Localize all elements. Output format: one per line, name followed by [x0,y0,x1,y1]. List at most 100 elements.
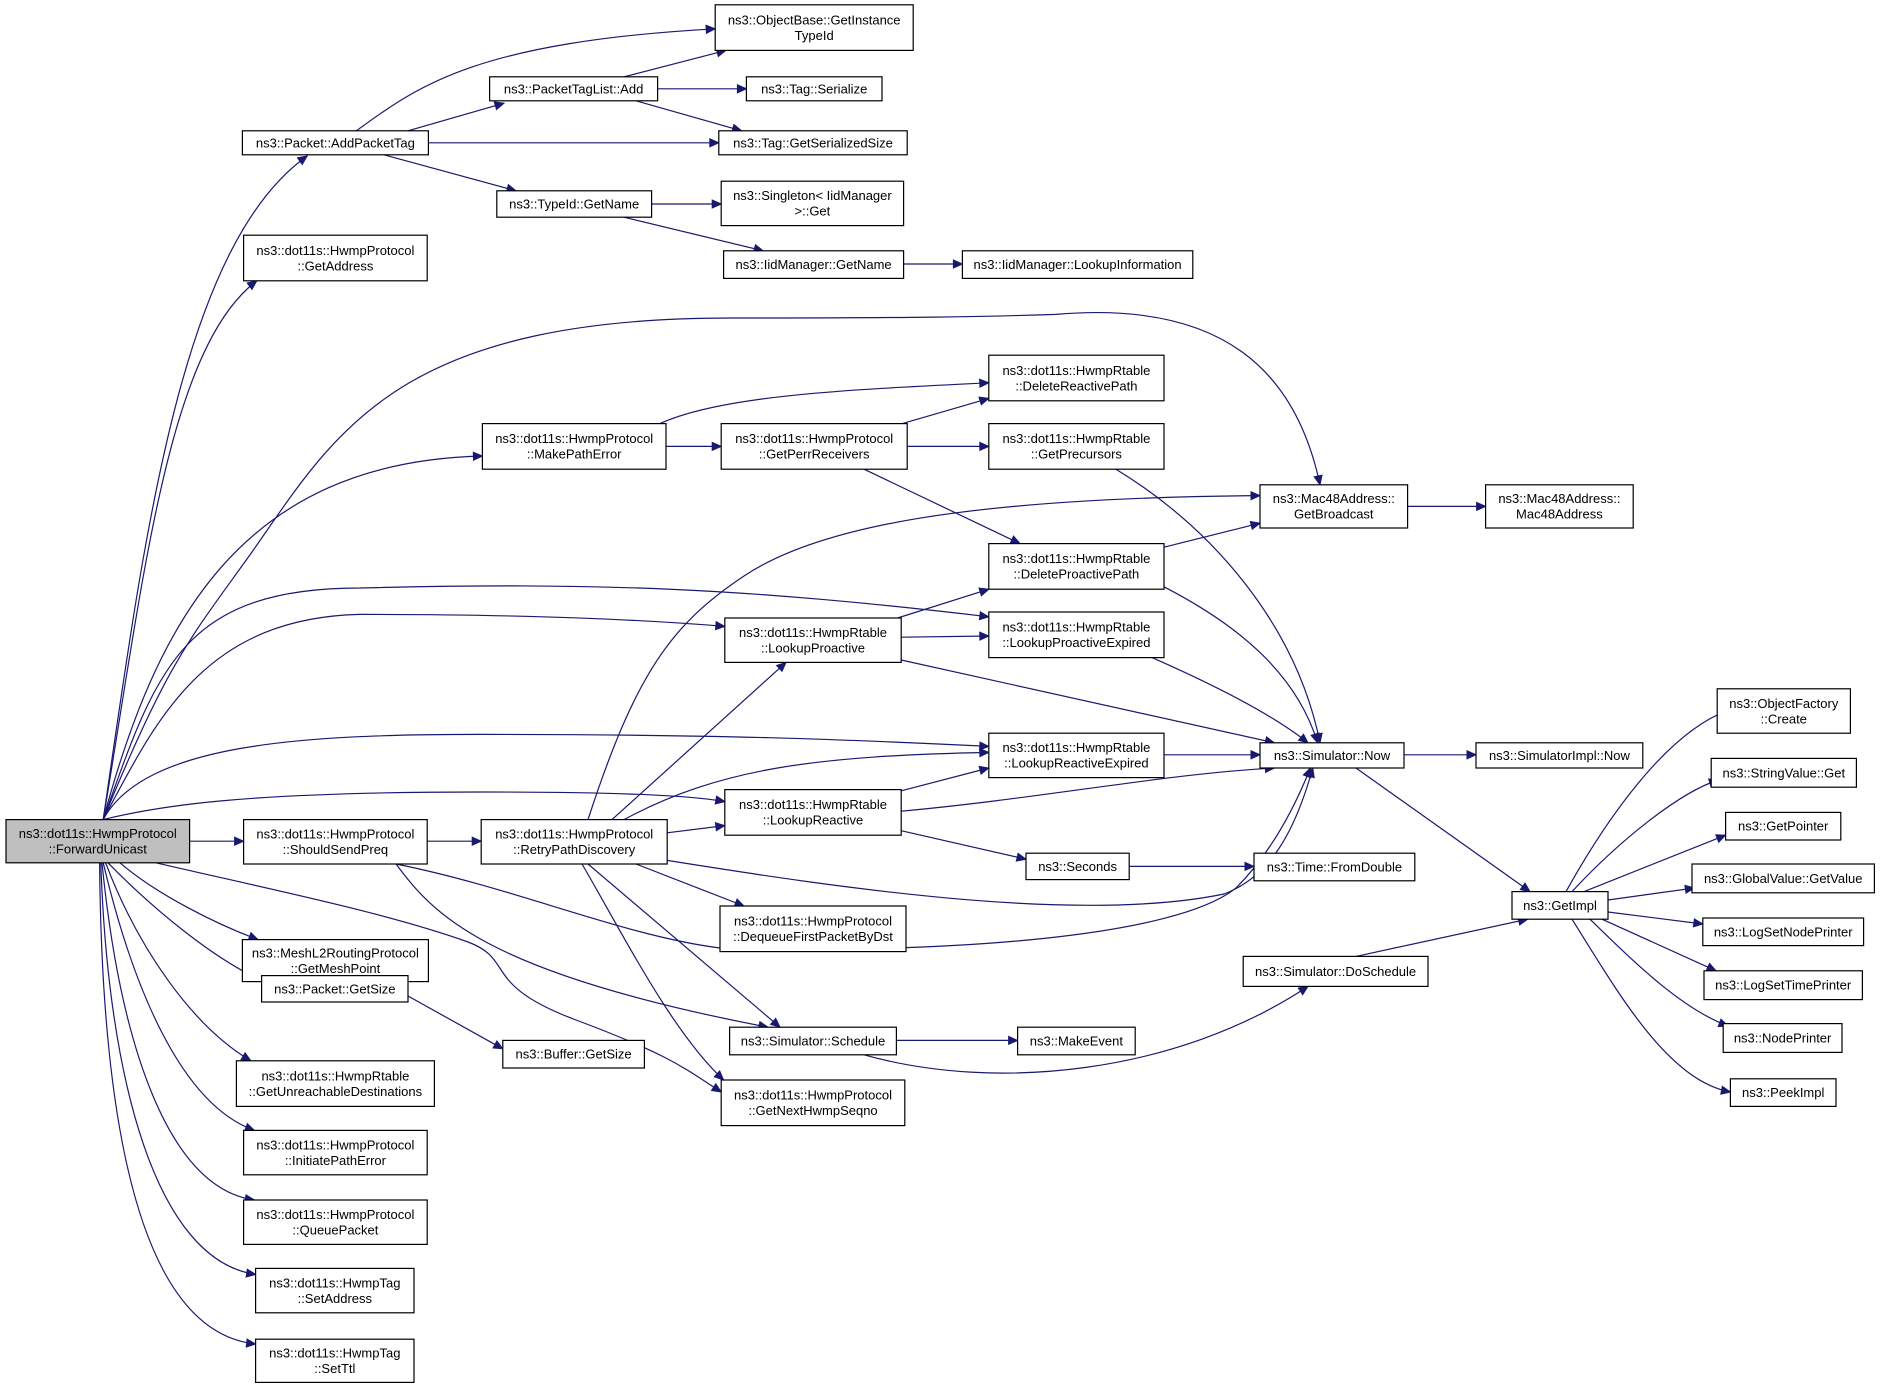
edge-line [897,588,989,619]
node-label: ns3::LogSetNodePrinter [1714,924,1853,939]
node-dequeueFirstPacketByDst[interactable]: ns3::dot11s::HwmpProtocol::DequeueFirstP… [719,905,907,953]
node-label: ns3::dot11s::HwmpRtable [1002,740,1150,755]
node-label: ::ForwardUnicast [49,842,148,857]
node-getPointer[interactable]: ns3::GetPointer [1724,811,1842,841]
node-makePathError[interactable]: ns3::dot11s::HwmpProtocol::MakePathError [481,423,667,470]
node-deleteProactivePath[interactable]: ns3::dot11s::HwmpRtable::DeleteProactive… [988,542,1165,590]
edge-line [901,767,1275,812]
node-simulatorNow[interactable]: ns3::Simulator::Now [1259,742,1405,769]
node-label: ns3::TypeId::GetName [509,197,639,212]
node-peekImpl[interactable]: ns3::PeekImpl [1729,1078,1837,1108]
node-box [714,4,914,51]
node-typeIdGetName[interactable]: ns3::TypeId::GetName [496,190,653,218]
node-getPerrReceivers[interactable]: ns3::dot11s::HwmpProtocol::GetPerrReceiv… [720,423,908,470]
node-getImpl[interactable]: ns3::GetImpl [1511,890,1609,920]
node-box [1025,852,1130,881]
node-iidManagerLookupInformation[interactable]: ns3::IidManager::LookupInformation [961,250,1194,280]
node-label: ns3::dot11s::HwmpProtocol [734,1088,892,1103]
node-initiatePathError[interactable]: ns3::dot11s::HwmpProtocol::InitiatePathE… [243,1129,428,1176]
node-box [241,938,429,983]
call-edge-shouldSendPreq-to-retryPathDiscovery [427,836,483,846]
node-getMeshPoint[interactable]: ns3::MeshL2RoutingProtocol::GetMeshPoint [241,938,429,983]
arrowhead-icon [710,1082,723,1093]
node-box [255,1338,415,1383]
node-box [1511,890,1609,920]
node-lookupProactive[interactable]: ns3::dot11s::HwmpRtable::LookupProactive [724,617,902,664]
node-getUnreachableDestinations[interactable]: ns3::dot11s::HwmpRtable::GetUnreachableD… [235,1060,435,1108]
call-edge-retryPathDiscovery-to-simulatorSchedule [587,863,781,1029]
call-edge-lookupReactive-to-seconds [899,829,1028,862]
node-objectFactoryCreate[interactable]: ns3::ObjectFactory::Create [1716,688,1851,734]
arrowhead-icon [979,441,991,452]
node-hwmpGetAddress[interactable]: ns3::dot11s::HwmpProtocol::GetAddress [243,234,428,282]
node-iidManagerGetName[interactable]: ns3::IidManager::GetName [722,250,905,280]
node-nodePrinter[interactable]: ns3::NodePrinter [1722,1022,1843,1053]
node-doSchedule[interactable]: ns3::Simulator::DoSchedule [1242,955,1429,988]
node-simulatorImplNow[interactable]: ns3::SimulatorImpl::Now [1475,742,1644,769]
node-retryPathDiscovery[interactable]: ns3::dot11s::HwmpProtocol::RetryPathDisc… [480,818,668,865]
node-label: ns3::dot11s::HwmpTag [269,1346,400,1361]
node-makeEvent[interactable]: ns3::MakeEvent [1016,1026,1136,1056]
node-getPrecursors[interactable]: ns3::dot11s::HwmpRtable::GetPrecursors [988,423,1165,470]
edge-line [1355,767,1531,893]
node-box [724,788,902,836]
node-packetTagListAdd[interactable]: ns3::PacketTagList::Add [489,76,659,102]
node-lookupProactiveExpired[interactable]: ns3::dot11s::HwmpRtable::LookupProactive… [988,611,1165,659]
node-lookupReactive[interactable]: ns3::dot11s::HwmpRtable::LookupReactive [724,788,902,836]
node-label: ::QueuePacket [292,1223,378,1238]
node-deleteReactivePath[interactable]: ns3::dot11s::HwmpRtable::DeleteReactiveP… [988,354,1165,402]
edge-line [1565,709,1729,892]
node-mac48Address[interactable]: ns3::Mac48Address::Mac48Address [1484,484,1634,529]
node-addPacketTag[interactable]: ns3::Packet::AddPacketTag [241,130,429,156]
node-shouldSendPreq[interactable]: ns3::dot11s::HwmpProtocol::ShouldSendPre… [243,818,428,865]
arrowhead-icon [733,898,746,908]
node-label: ns3::GlobalValue::GetValue [1704,871,1863,886]
node-hwmpTagSetTtl[interactable]: ns3::dot11s::HwmpTag::SetTtl [255,1338,415,1383]
edge-line [100,862,256,1275]
arrowhead-icon [1009,535,1022,545]
node-root[interactable]: ns3::dot11s::HwmpProtocol::ForwardUnicas… [5,818,191,864]
call-edge-root-to-packetGetSize [107,862,263,981]
edge-line [863,468,1021,545]
node-bufferGetSize[interactable]: ns3::Buffer::GetSize [502,1039,645,1069]
node-packetGetSize[interactable]: ns3::Packet::GetSize [261,974,409,1003]
node-logSetNodePrinter[interactable]: ns3::LogSetNodePrinter [1702,917,1865,947]
node-queuePacket[interactable]: ns3::dot11s::HwmpProtocol::QueuePacket [243,1199,428,1246]
node-box [1716,688,1851,734]
node-logSetTimePrinter[interactable]: ns3::LogSetTimePrinter [1703,970,1863,1001]
node-label: ::MakePathError [527,447,622,462]
node-lookupReactiveExpired[interactable]: ns3::dot11s::HwmpRtable::LookupReactiveE… [988,732,1165,779]
arrowhead-icon [713,1069,725,1081]
node-label: ns3::dot11s::HwmpProtocol [256,243,414,258]
node-box [480,818,668,865]
arrowhead-icon [979,378,991,388]
call-edge-simulatorSchedule-to-doSchedule [863,985,1310,1074]
node-singletonGet[interactable]: ns3::Singleton< IidManager >::Get [720,180,905,227]
node-label: ns3::ObjectBase::GetInstance [728,12,901,27]
arrowhead-icon [1250,750,1262,760]
node-tagSerialize[interactable]: ns3::Tag::Serialize [745,76,883,102]
edge-line [102,280,258,820]
node-box [1016,1026,1136,1056]
call-edge-getImpl-to-getPointer [1583,834,1727,893]
call-edge-retryPathDiscovery-to-lookupProactive [611,661,787,821]
node-simulatorSchedule[interactable]: ns3::Simulator::Schedule [728,1026,897,1056]
arrowhead-icon [979,741,991,751]
node-label: TypeId [795,28,834,43]
node-label: ::DequeueFirstPacketByDst [733,929,893,944]
node-stringValueGet[interactable]: ns3::StringValue::Get [1710,757,1857,788]
call-edge-addPacketTag-to-getInstanceTypeId [356,24,717,132]
edge-line [667,825,725,834]
node-label: ns3::IidManager::GetName [736,257,892,272]
call-edge-simulatorSchedule-to-makeEvent [896,1035,1019,1046]
node-tagGetSerializedSize[interactable]: ns3::Tag::GetSerializedSize [718,130,908,156]
node-box [1475,742,1644,769]
node-timeFromDouble[interactable]: ns3::Time::FromDouble [1253,852,1416,882]
node-seconds[interactable]: ns3::Seconds [1025,852,1130,881]
node-globalValueGetValue[interactable]: ns3::GlobalValue::GetValue [1691,863,1875,894]
node-box [1259,742,1405,769]
node-getBroadcast[interactable]: ns3::Mac48Address::GetBroadcast [1259,484,1409,529]
node-getNextHwmpSeqno[interactable]: ns3::dot11s::HwmpProtocol::GetNextHwmpSe… [720,1079,906,1127]
node-hwmpTagSetAddress[interactable]: ns3::dot11s::HwmpTag::SetAddress [255,1267,415,1314]
